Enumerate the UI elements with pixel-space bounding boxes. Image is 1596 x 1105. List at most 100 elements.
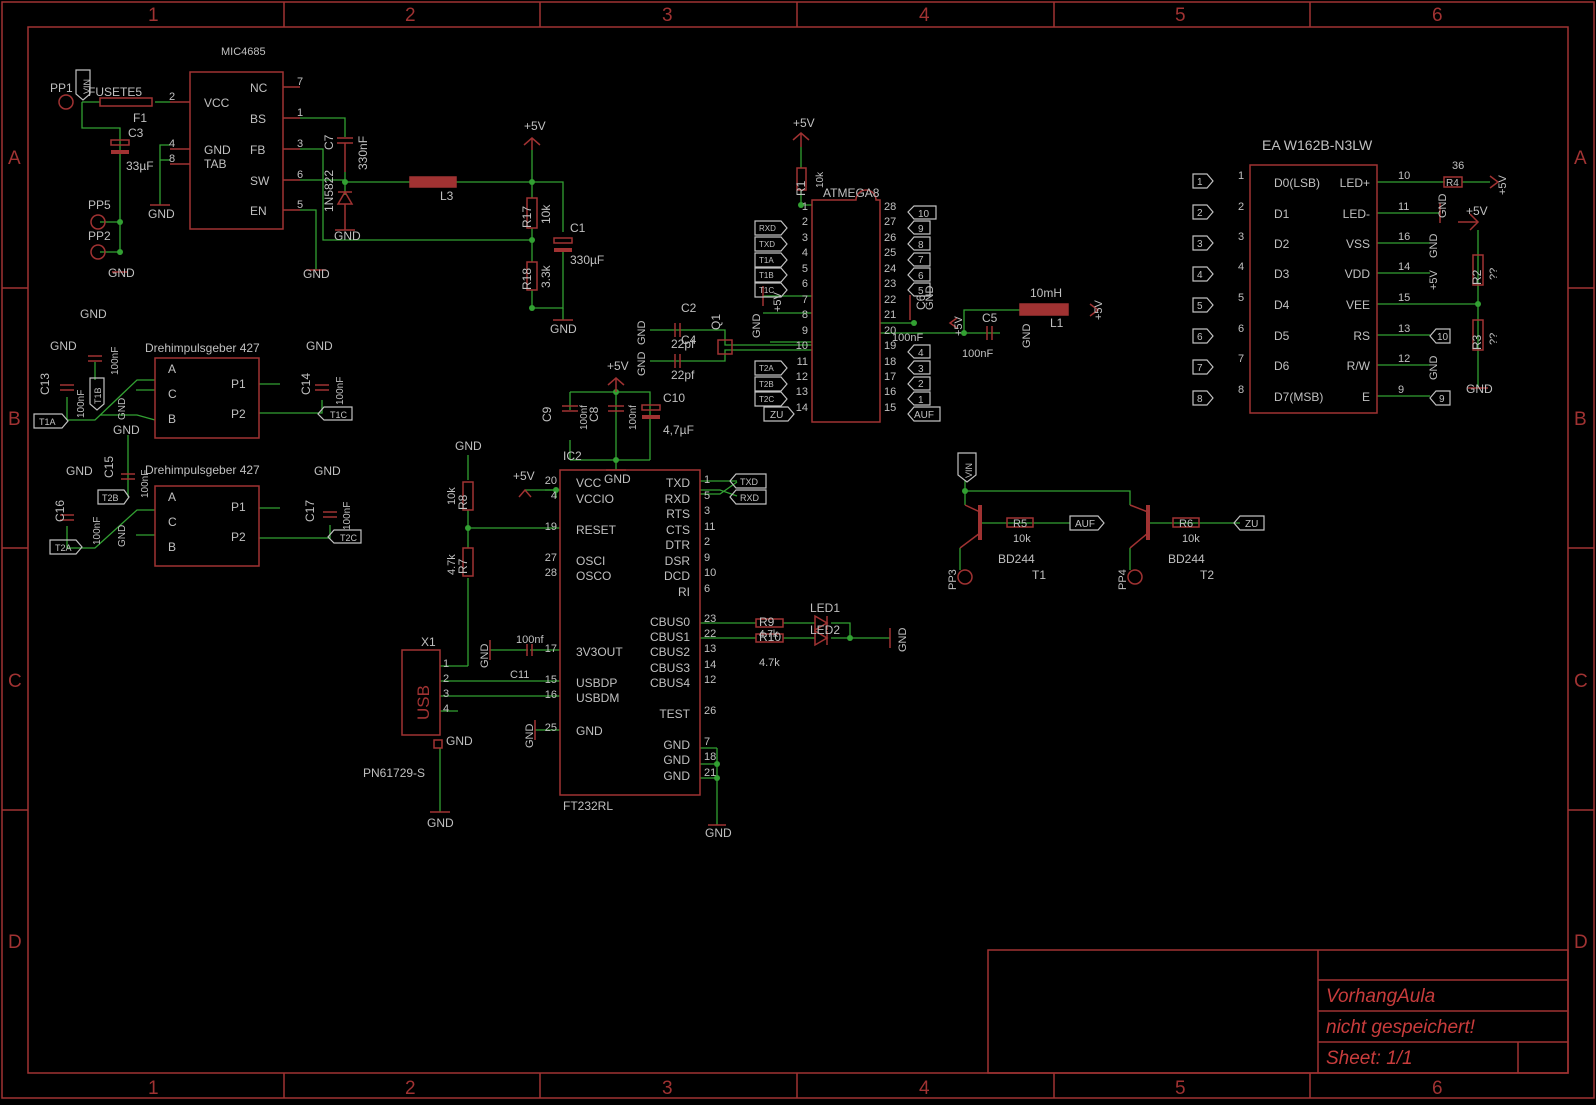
gnd-label-14: GND	[636, 321, 648, 346]
enc1-pin-a: A	[168, 362, 176, 376]
lcd-num-r14: 14	[1398, 261, 1410, 273]
led1	[814, 614, 829, 632]
ft-pin-gnd1: GND	[663, 738, 690, 752]
mcu-pin-1: 1	[802, 201, 808, 213]
reg-num-1: 1	[297, 107, 303, 119]
flag-rxd-usb: RXD	[740, 493, 760, 503]
q1-name: Q1	[709, 314, 723, 330]
ft-pin-dsr: DSR	[665, 554, 691, 568]
gnd-label-21: GND	[1466, 382, 1493, 396]
plus5v-label-1: +5V	[524, 119, 546, 133]
ft-num-25: 25	[545, 722, 557, 734]
resistor-r6	[1172, 517, 1200, 528]
ft-num-14: 14	[704, 659, 716, 671]
lcd-pin-d3: D3	[1274, 267, 1290, 281]
r18-name: R18	[520, 268, 534, 290]
col-label-2-bottom: 2	[405, 1078, 416, 1099]
col-label-3-bottom: 3	[662, 1078, 673, 1099]
ft-num-7: 7	[704, 736, 710, 748]
ft-pin-gnd2: GND	[663, 753, 690, 767]
gnd-label-1: GND	[108, 266, 135, 280]
flag-1: 1	[918, 395, 924, 406]
enc1-pin-p2: P2	[231, 407, 246, 421]
c1-value: 330µF	[570, 253, 604, 267]
flag-t1a: T1A	[759, 256, 774, 265]
r10-name: R10	[759, 630, 781, 644]
resistor-r1	[796, 167, 807, 191]
ft-pin-rts: RTS	[666, 507, 690, 521]
r3-name: R3	[1470, 334, 1484, 350]
led2	[814, 629, 829, 647]
r8-value: 10k	[446, 487, 458, 505]
lcd-pin-ledp: LED+	[1340, 176, 1370, 190]
lcd-num-r9: 9	[1398, 384, 1404, 396]
col-label-5: 5	[1175, 5, 1186, 26]
lcd-num-r11: 11	[1398, 201, 1409, 213]
plus5v-label-3: +5V	[772, 291, 784, 312]
r9-name: R9	[759, 615, 775, 629]
ft-num-10: 10	[704, 567, 716, 579]
reg-pin-bs: BS	[250, 112, 266, 126]
lcd-pin-ledm: LED-	[1343, 207, 1370, 221]
ft-num-22: 22	[704, 628, 716, 640]
r1-name: R1	[794, 180, 808, 196]
x1-name: X1	[421, 635, 436, 649]
ft-pin-cbus4: CBUS4	[650, 676, 690, 690]
mcu-pin-21: 21	[884, 309, 896, 321]
ft-pin-cts: CTS	[666, 523, 690, 537]
lcd-num-l5: 5	[1238, 292, 1244, 304]
flag-t1b-left: T1B	[93, 387, 103, 404]
lcd-flag-6: 6	[1197, 332, 1203, 343]
gnd-label-8: GND	[306, 339, 333, 353]
flag-4: 4	[918, 348, 924, 359]
col-label-1-bottom: 1	[148, 1078, 159, 1099]
labels: MIC4685 VCC GND TAB NC BS FB SW EN 2 4 8…	[38, 46, 1509, 840]
row-label-d: D	[8, 932, 22, 953]
ft-num-23: 23	[704, 613, 716, 625]
c5-name: C5	[982, 311, 998, 325]
ft-pin-vcc: VCC	[576, 476, 602, 490]
usb-pin-1: 1	[443, 658, 449, 670]
mcu-pin-18: 18	[884, 356, 896, 368]
encoder-2-name: Drehimpulsgeber 427	[145, 463, 260, 477]
fuse-value: FUSETE5	[88, 85, 142, 99]
mcu-name: ATMEGA8	[823, 186, 880, 200]
ft-pin-cbus2: CBUS2	[650, 645, 690, 659]
enc2-pin-p2: P2	[231, 530, 246, 544]
lcd-pin-vss: VSS	[1346, 237, 1370, 251]
ft-pin-dtr: DTR	[665, 538, 690, 552]
wires	[66, 101, 1490, 825]
mcu-pin-27: 27	[884, 216, 896, 228]
resistor-r2	[1472, 254, 1484, 286]
gnd-label-25: GND	[479, 644, 491, 669]
flag-6: 6	[918, 271, 924, 282]
gnd-label-4: GND	[334, 229, 361, 243]
inductor-l3	[409, 176, 457, 188]
row-label-b-right: B	[1574, 409, 1587, 430]
lcd-body	[1249, 164, 1378, 414]
usb-pin-4: 4	[443, 703, 449, 715]
l3-label: L3	[440, 189, 454, 203]
ft-pin-vccio: VCCIO	[576, 492, 614, 506]
c2-name: C2	[681, 301, 697, 315]
ft-pin-gnd: GND	[576, 724, 603, 738]
pp3-label: PP3	[947, 569, 959, 590]
mcu-pin-15: 15	[884, 402, 896, 414]
resistor-r18	[526, 261, 538, 291]
mcu-pin-20: 20	[884, 325, 896, 337]
mcu-pin-22: 22	[884, 294, 896, 306]
lcd-pin-d0: D0(LSB)	[1274, 176, 1320, 190]
fuse-name: F1	[133, 111, 147, 125]
lcd-pin-d5: D5	[1274, 329, 1290, 343]
col-label-6-bottom: 6	[1432, 1078, 1443, 1099]
c6-value: 100nF	[892, 332, 923, 344]
resistor-r7	[462, 547, 474, 577]
gnd-label-11: GND	[314, 464, 341, 478]
r7-value: 4.7k	[446, 554, 458, 575]
usb-connector-label: USB	[414, 685, 433, 720]
lcd-pin-vdd: VDD	[1345, 267, 1371, 281]
ft-num-18: 18	[704, 751, 716, 763]
lcd-num-l1: 1	[1238, 170, 1244, 182]
ft-pin-usbdm: USBDM	[576, 691, 619, 705]
